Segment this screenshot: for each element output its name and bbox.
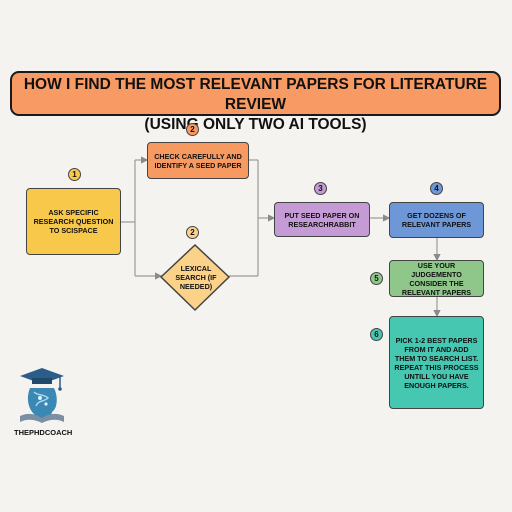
step-3-box: PUT SEED PAPER ON RESEARCHRABBIT: [274, 202, 370, 237]
step-5-box: USE YOUR JUDGEMENTO CONSIDER THE RELEVAN…: [389, 260, 484, 297]
lexical-search-diamond: [159, 243, 231, 312]
graduate-head-icon: [20, 368, 64, 423]
step-4-number: 4: [434, 184, 439, 193]
step-2b-label: LEXICAL SEARCH (IF NEEDED): [168, 254, 224, 300]
step-5-badge: 5: [370, 272, 383, 285]
step-3-badge: 3: [314, 182, 327, 195]
page-title: HOW I FIND THE MOST RELEVANT PAPERS FOR …: [10, 71, 501, 133]
step-1-text: ASK SPECIFIC RESEARCH QUESTION TO SCISPA…: [33, 208, 114, 235]
step-1-box: ASK SPECIFIC RESEARCH QUESTION TO SCISPA…: [26, 188, 121, 255]
step-6-badge: 6: [370, 328, 383, 341]
brand-name: THEPHDCOACH: [14, 428, 73, 437]
step-2a-number: 2: [190, 125, 195, 134]
step-3-number: 3: [318, 184, 323, 193]
step-1-badge: 1: [68, 168, 81, 181]
step-5-text: USE YOUR JUDGEMENTO CONSIDER THE RELEVAN…: [401, 260, 472, 297]
step-1-number: 1: [72, 170, 77, 179]
step-5-number: 5: [374, 274, 379, 283]
title-line-2: (USING ONLY TWO AI TOOLS): [144, 116, 367, 133]
step-2a-text: CHECK CAREFULLY AND IDENTIFY A SEED PAPE…: [154, 151, 242, 170]
step-6-box: PICK 1-2 BEST PAPERS FROM IT AND ADD THE…: [389, 316, 484, 409]
step-2a-box: CHECK CAREFULLY AND IDENTIFY A SEED PAPE…: [147, 142, 249, 179]
step-4-box: GET DOZENS OF RELEVANT PAPERS: [389, 202, 484, 238]
step-3-text: PUT SEED PAPER ON RESEARCHRABBIT: [284, 210, 360, 229]
step-2b-badge: 2: [186, 226, 199, 239]
step-4-text: GET DOZENS OF RELEVANT PAPERS: [401, 211, 472, 229]
step-6-text: PICK 1-2 BEST PAPERS FROM IT AND ADD THE…: [394, 335, 479, 390]
step-2b-text: LEXICAL SEARCH (IF NEEDED): [175, 263, 217, 291]
step-6-number: 6: [374, 330, 379, 339]
step-2b-number: 2: [190, 228, 195, 237]
step-2a-badge: 2: [186, 123, 199, 136]
title-line-1: HOW I FIND THE MOST RELEVANT PAPERS FOR …: [23, 76, 488, 113]
step-4-badge: 4: [430, 182, 443, 195]
